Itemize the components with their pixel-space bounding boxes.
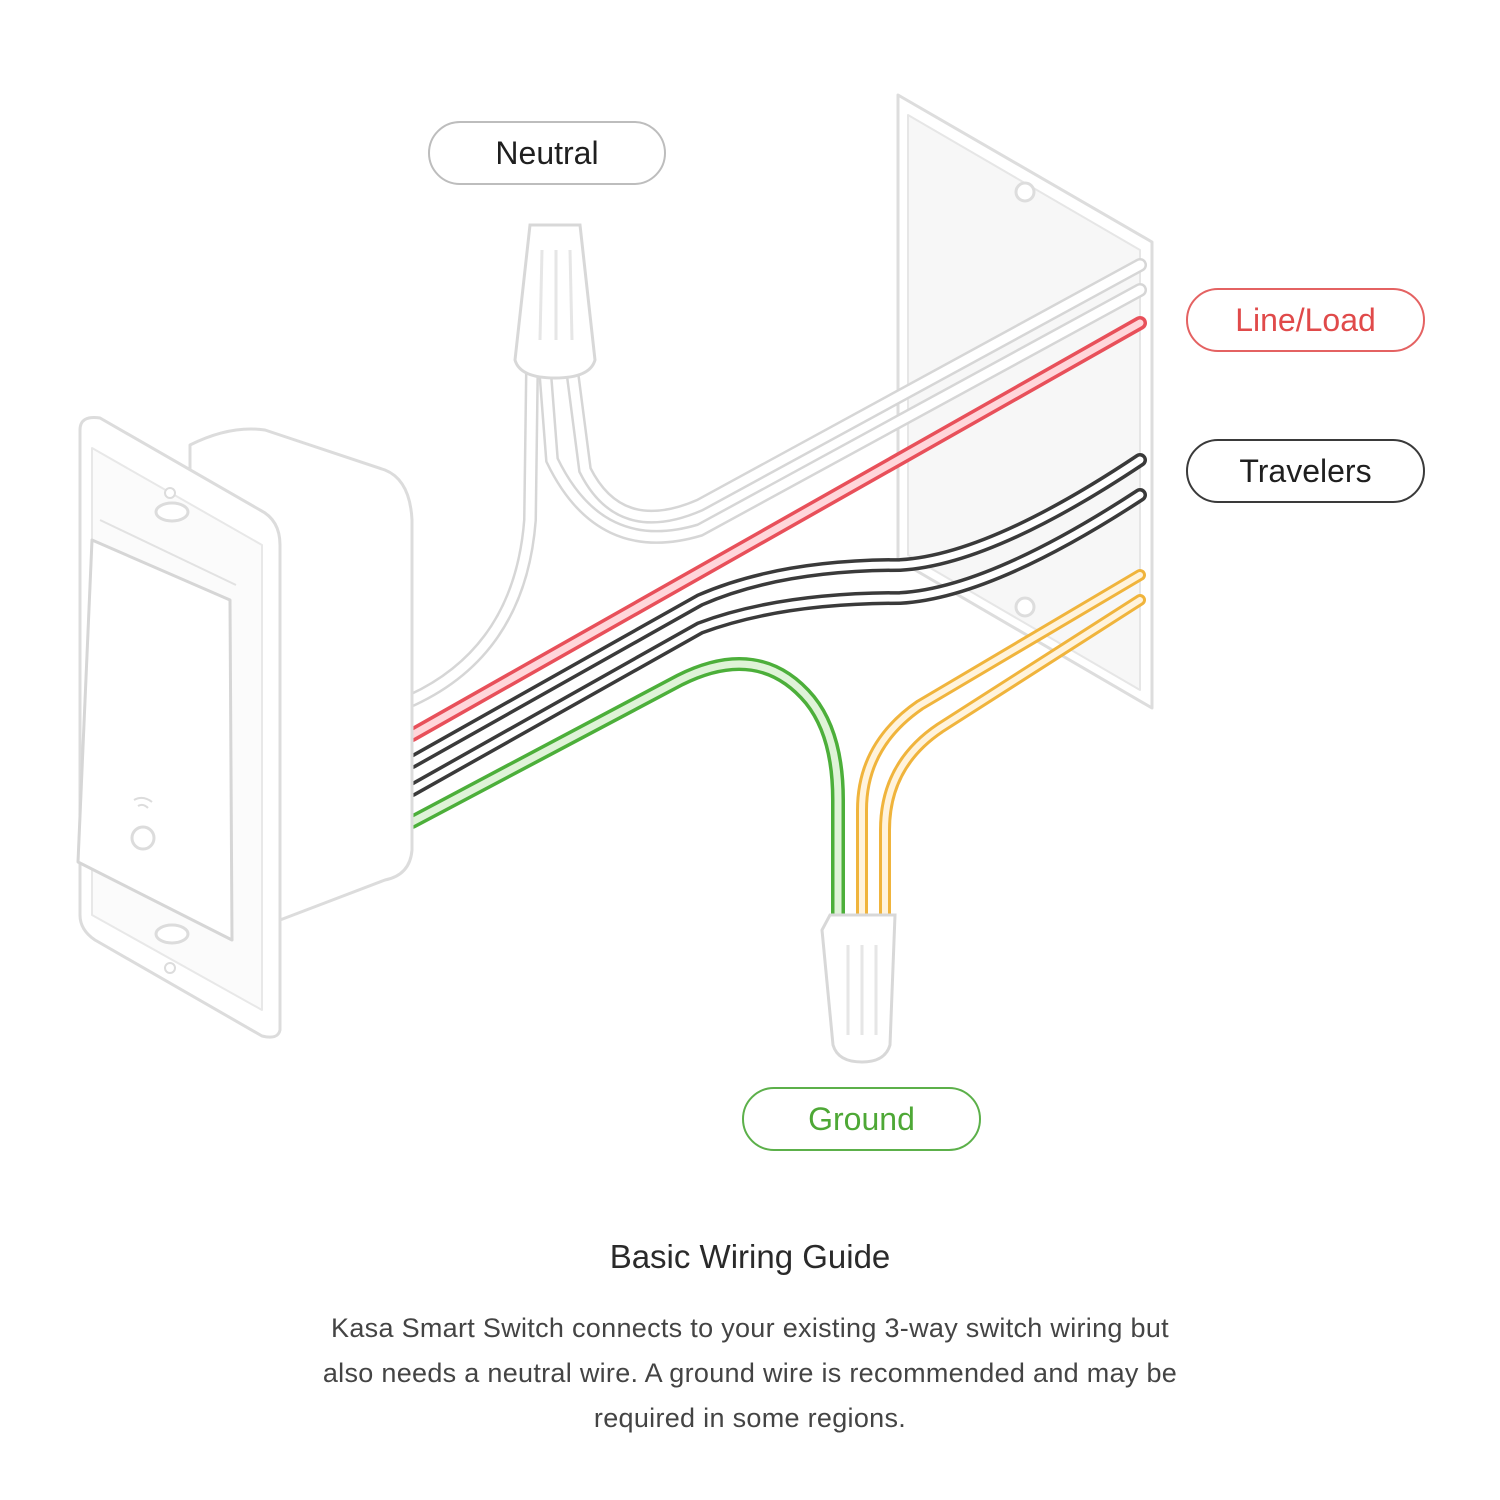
caption-body: Kasa Smart Switch connects to your exist… — [322, 1313, 1178, 1433]
travelers-wires — [405, 453, 1147, 797]
neutral-label: Neutral — [428, 121, 666, 185]
smart-switch — [76, 416, 414, 1039]
ground-label: Ground — [742, 1087, 981, 1151]
caption-title: Basic Wiring Guide — [609, 1238, 891, 1275]
neutral-wire-nut — [513, 223, 597, 380]
box-ground-wires — [856, 569, 1146, 921]
ground-wire-nut — [820, 913, 897, 1064]
travelers-label: Travelers — [1186, 439, 1425, 503]
line-load-wire — [405, 316, 1147, 742]
ground-wire — [405, 657, 845, 922]
line-load-label: Line/Load — [1186, 288, 1425, 352]
neutral-wires — [405, 258, 1147, 707]
